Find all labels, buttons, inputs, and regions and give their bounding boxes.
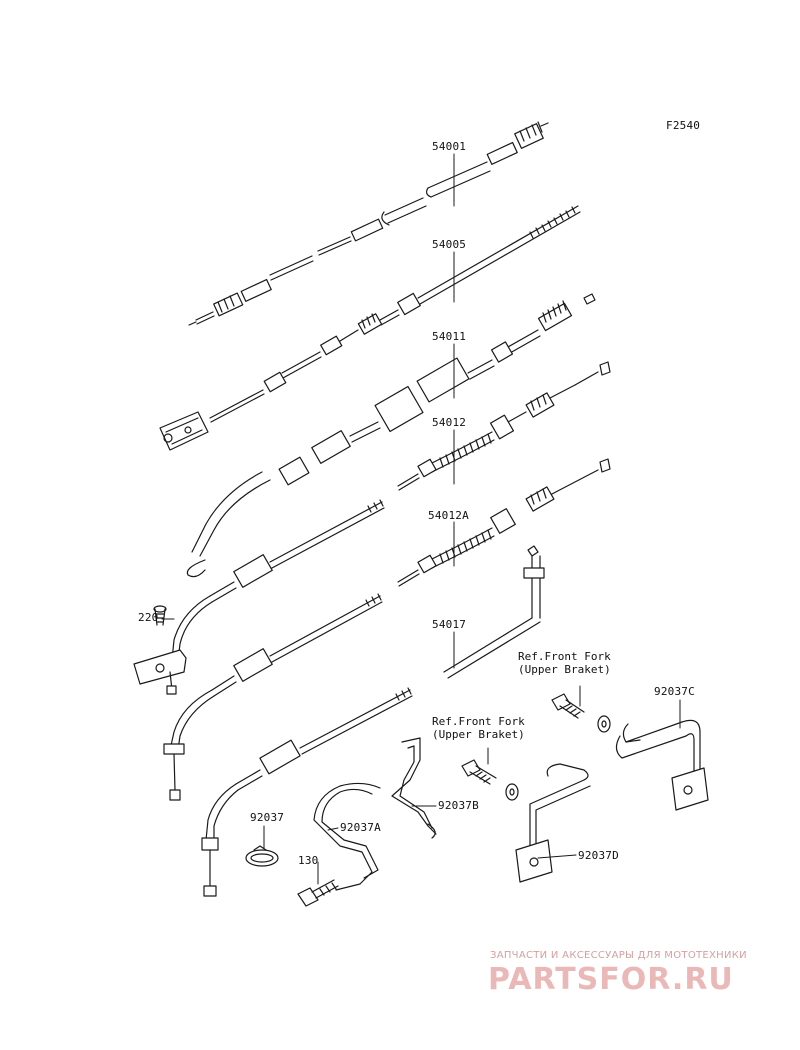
reference-note-upper-line1: Ref.Front Fork (518, 650, 611, 663)
reference-note-lower-line2: (Upper Braket) (432, 728, 525, 741)
part-label-130: 130 (298, 854, 319, 867)
part-label-92037C: 92037C (654, 685, 695, 698)
part-label-92037A: 92037A (340, 821, 381, 834)
reference-note-lower: Ref.Front Fork (Upper Braket) (432, 715, 525, 741)
part-label-92037D: 92037D (578, 849, 619, 862)
part-label-54011: 54011 (432, 330, 467, 343)
ref-bolt-lower (461, 759, 519, 801)
cable-lower (201, 687, 413, 897)
leader-lines (161, 153, 681, 885)
part-label-54012A: 54012A (428, 509, 469, 522)
part-label-54017: 54017 (432, 618, 467, 631)
cable-54011 (186, 293, 596, 578)
bracket-92037B (391, 737, 437, 839)
part-label-92037: 92037 (250, 811, 285, 824)
diagram-code: F2540 (666, 119, 701, 132)
cable-54012A (163, 458, 611, 801)
part-label-54012: 54012 (432, 416, 467, 429)
part-label-92037B: 92037B (438, 799, 479, 812)
part-label-54005: 54005 (432, 238, 467, 251)
clamp-92037 (245, 845, 279, 867)
part-label-54001: 54001 (432, 140, 467, 153)
watermark-logo: PARTSFOR.RU (488, 962, 734, 997)
cable-54012 (133, 361, 611, 695)
cable-54001 (188, 121, 549, 326)
bracket-92037D (515, 763, 591, 883)
rod-54017 (443, 545, 545, 679)
ref-bolt-upper (551, 693, 611, 733)
bolt-130 (297, 879, 339, 907)
bracket-92037C (615, 719, 709, 811)
reference-note-upper-line2: (Upper Braket) (518, 663, 611, 676)
cable-54005 (159, 205, 581, 451)
reference-note-lower-line1: Ref.Front Fork (432, 715, 525, 728)
reference-note-upper: Ref.Front Fork (Upper Braket) (518, 650, 611, 676)
part-label-220: 220 (138, 611, 159, 624)
watermark-tagline: ЗАПЧАСТИ И АКСЕССУАРЫ ДЛЯ МОТОТЕХНИКИ (490, 950, 747, 961)
screw-220 (153, 605, 167, 626)
bracket-92037A (313, 782, 381, 891)
